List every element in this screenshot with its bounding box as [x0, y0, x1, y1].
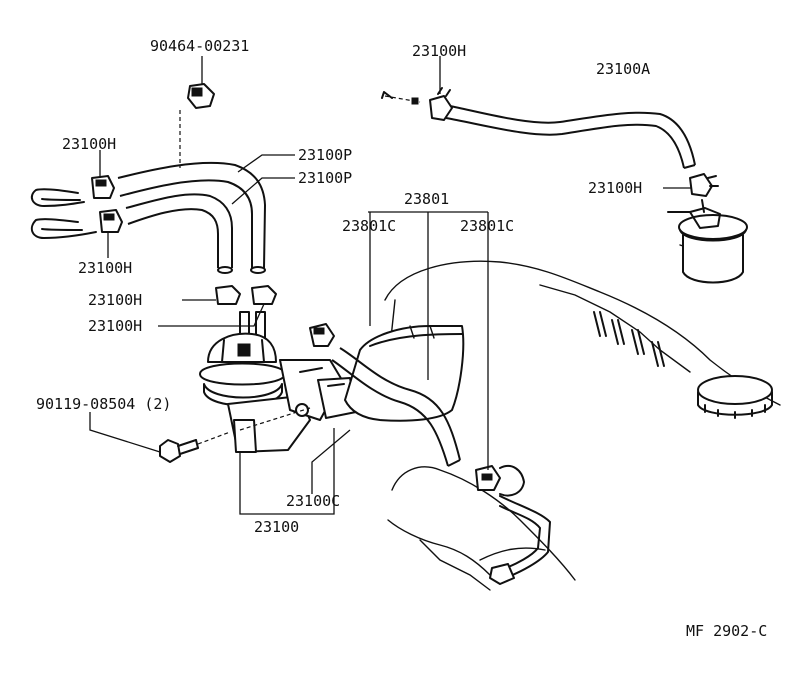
fuel-pump-23100	[199, 311, 357, 453]
engine-block-outline	[384, 260, 781, 591]
hose-23100P-outer	[117, 161, 267, 274]
filler-cap	[697, 375, 773, 419]
label-23100H-left2: 23100H	[78, 259, 132, 277]
clamp-23801C-lower	[475, 464, 525, 497]
label-23100H-left1: 23100H	[62, 135, 116, 153]
label-23100H-mid1: 23100H	[88, 291, 142, 309]
label-90119-08504: 90119-08504 (2)	[36, 395, 171, 413]
clamp-23100H-left1	[91, 175, 115, 199]
label-90464-00231: 90464-00231	[150, 37, 249, 55]
label-23100: 23100	[254, 518, 299, 536]
label-23100A: 23100A	[596, 60, 650, 78]
fuel-filter	[667, 199, 748, 284]
leader-lines	[89, 56, 692, 515]
clamp-90464-00231	[179, 83, 215, 168]
label-23100P-2: 23100P	[298, 169, 352, 187]
label-23100H-right: 23100H	[588, 179, 642, 197]
bolt-90119-08504	[159, 407, 311, 463]
clamp-23801C-upper	[309, 323, 335, 347]
clamps-23100H-middle	[215, 285, 277, 305]
label-diagram-code: MF 2902-C	[686, 622, 767, 640]
part-labels: 90464-00231 23100H 23100A 23100H 23100P …	[36, 37, 767, 640]
clamp-23100H-top	[429, 87, 453, 121]
hose-23801	[331, 347, 461, 467]
label-23801: 23801	[404, 190, 449, 208]
label-23801C-1: 23801C	[342, 217, 396, 235]
shield-23100C	[344, 325, 465, 422]
clamp-23100H-left2	[99, 209, 123, 233]
label-23801C-2: 23801C	[460, 217, 514, 235]
fuel-line-lower	[489, 495, 551, 585]
label-23100H-mid2: 23100H	[88, 317, 142, 335]
label-23100C: 23100C	[286, 492, 340, 510]
label-23100P-1: 23100P	[298, 146, 352, 164]
clamp-23100H-right	[689, 173, 719, 197]
u-hoses-left	[30, 188, 97, 239]
label-23100H-top: 23100H	[412, 42, 466, 60]
hose-23100A	[381, 91, 696, 169]
hose-23100P-inner	[125, 193, 233, 274]
